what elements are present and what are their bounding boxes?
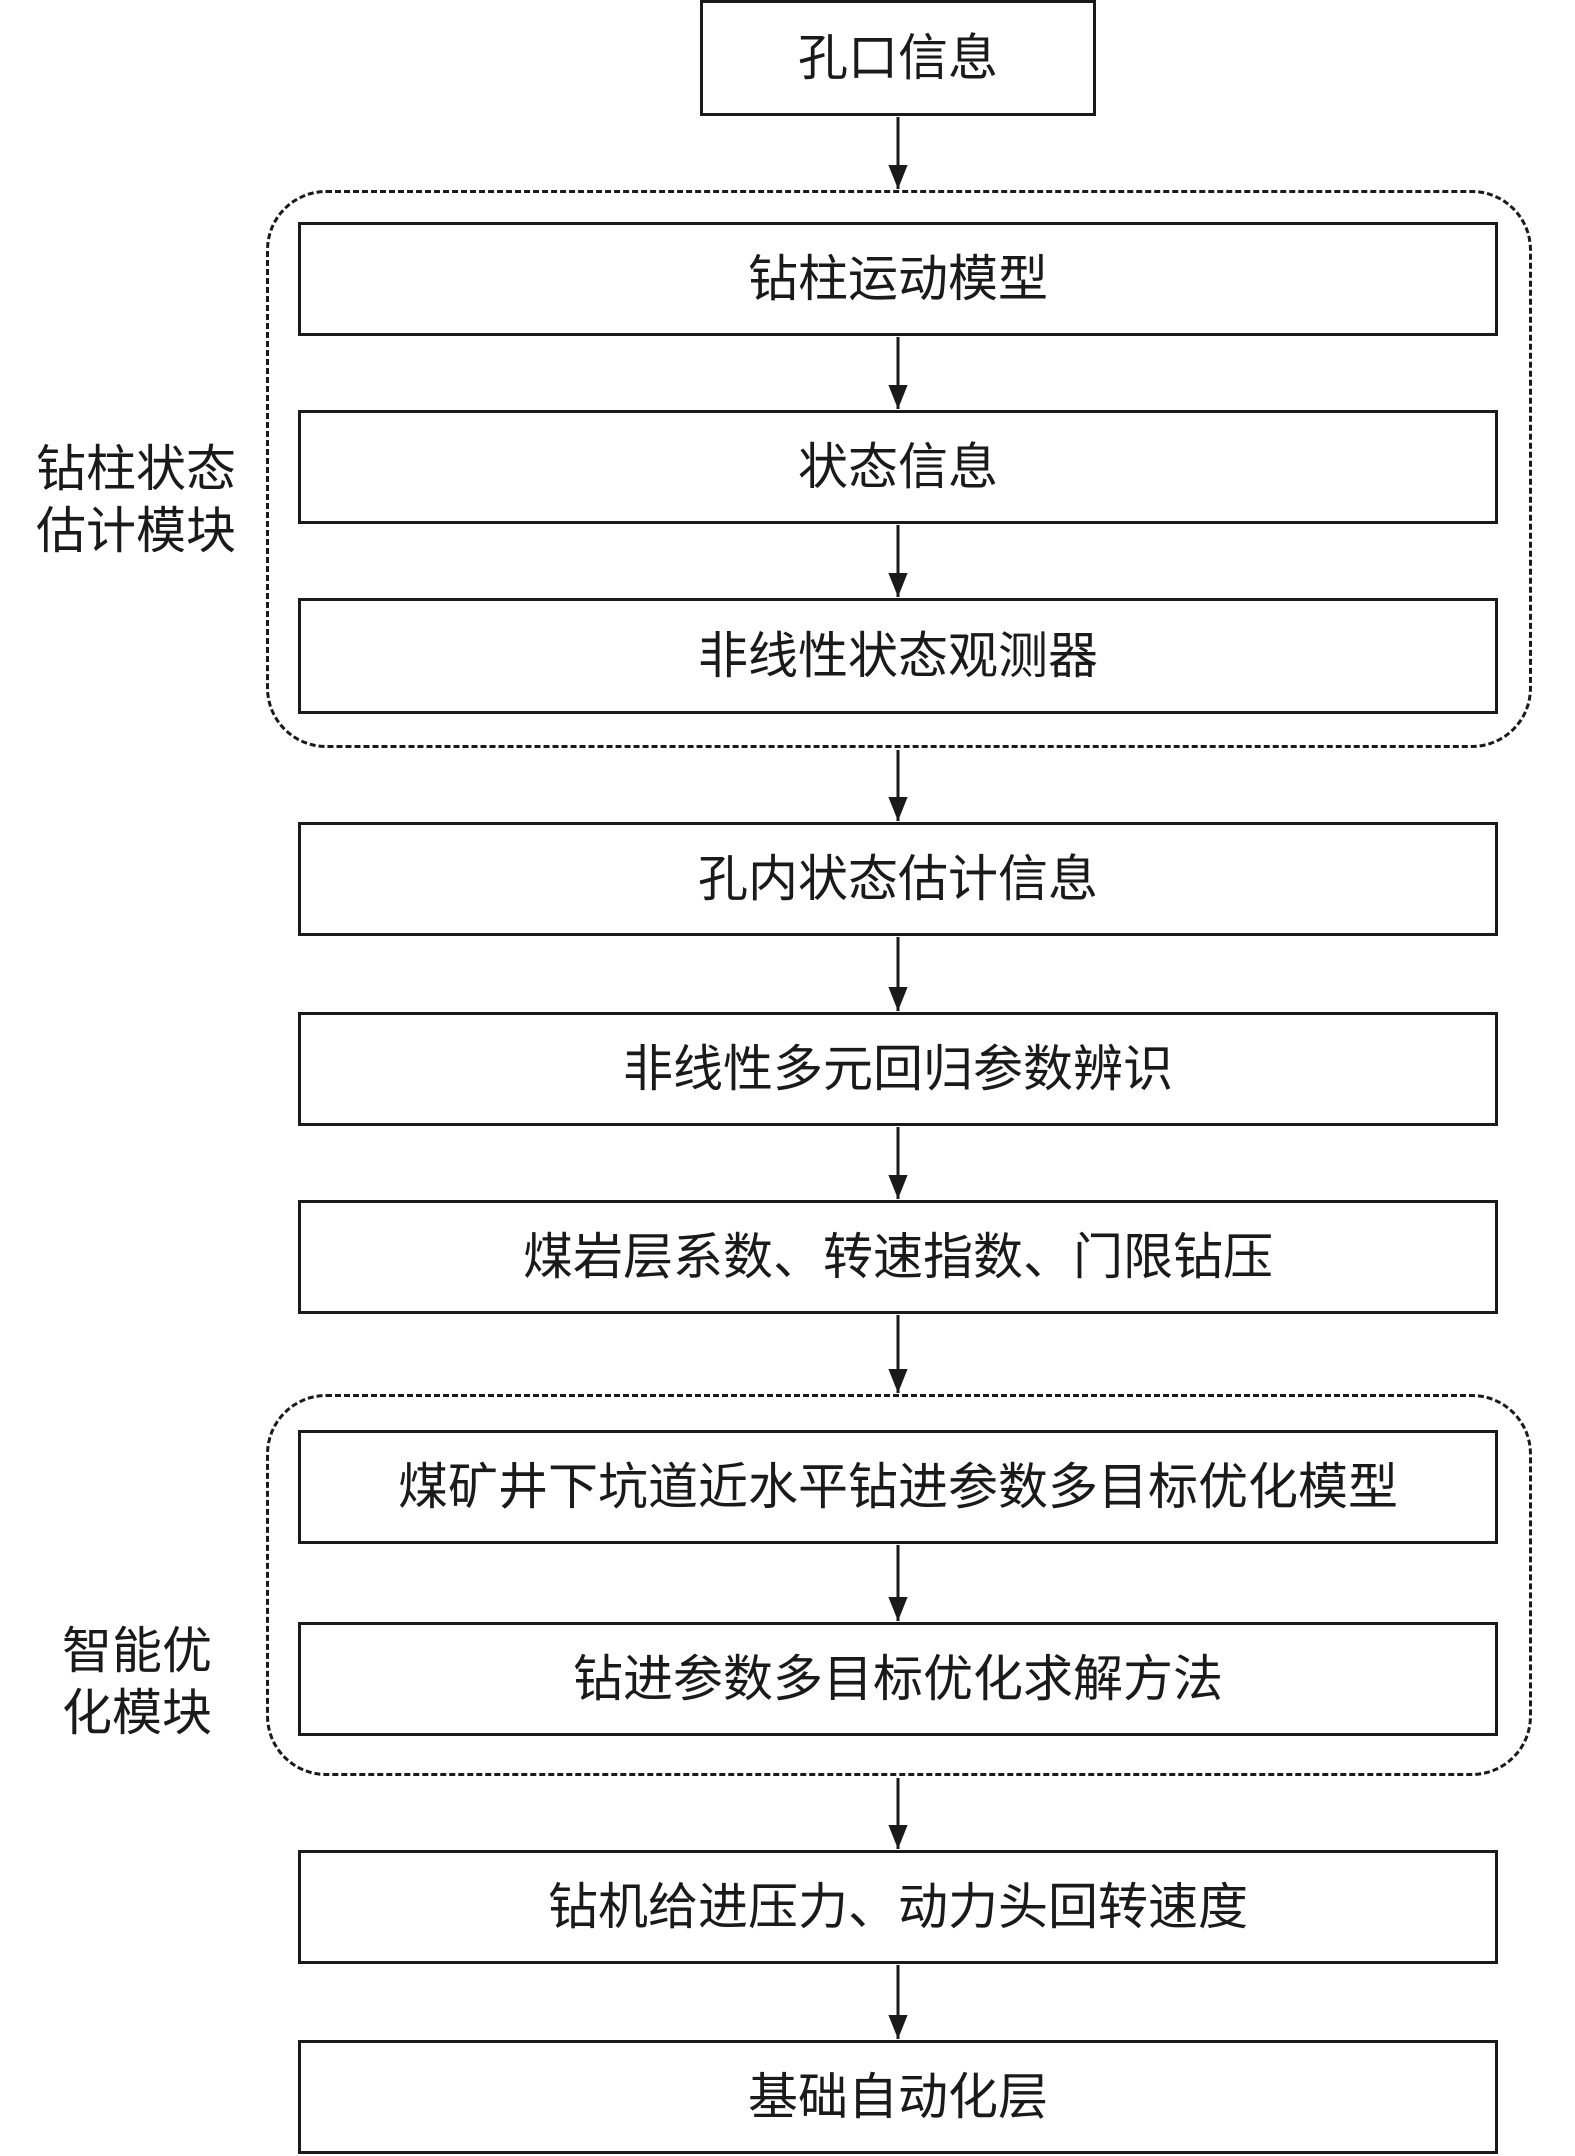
state-estimation-module-label: 钻柱状态 估计模块 [36,438,236,562]
drillstring-motion-model-box: 钻柱运动模型 [298,222,1498,336]
basic-automation-layer-box: 基础自动化层 [298,2040,1498,2154]
state-estimation-module-label-line1: 钻柱状态 [36,440,236,498]
inhole-state-estimate-box: 孔内状态估计信息 [298,822,1498,936]
optimization-solution-method-box: 钻进参数多目标优化求解方法 [298,1622,1498,1736]
coefficients-box: 煤岩层系数、转速指数、门限钻压 [298,1200,1498,1314]
intelligent-optimization-module-group [266,1394,1532,1776]
state-estimation-module-group [266,190,1532,748]
regression-identification-box: 非线性多元回归参数辨识 [298,1012,1498,1126]
nonlinear-state-observer-box: 非线性状态观测器 [298,598,1498,714]
feed-pressure-rotation-speed-box: 钻机给进压力、动力头回转速度 [298,1850,1498,1964]
multi-objective-optimization-model-box: 煤矿井下坑道近水平钻进参数多目标优化模型 [298,1430,1498,1544]
optimization-module-label: 智能优 化模块 [62,1620,212,1744]
state-estimation-module-label-line2: 估计模块 [36,502,236,560]
hole-info-box: 孔口信息 [700,0,1096,116]
optimization-module-label-line1: 智能优 [62,1622,212,1680]
optimization-module-label-line2: 化模块 [62,1684,212,1742]
state-info-box: 状态信息 [298,410,1498,524]
